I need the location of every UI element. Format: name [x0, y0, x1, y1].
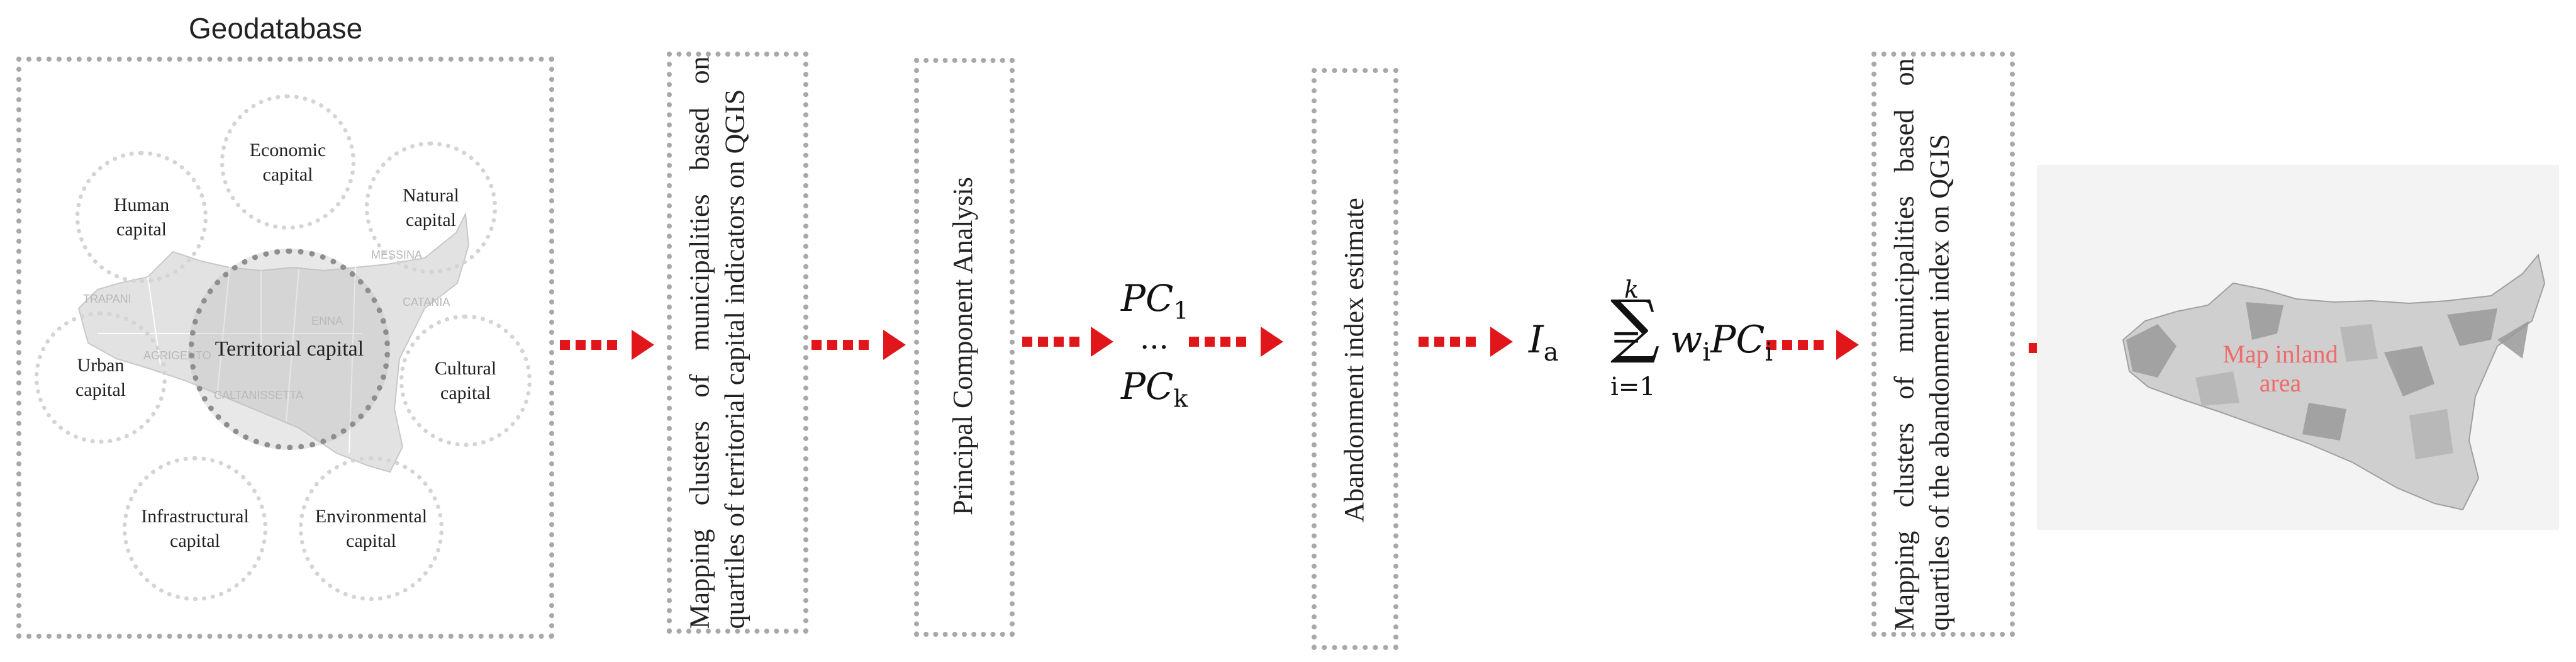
territorial-capital-circle: Territorial capital [189, 249, 390, 450]
arrow-estimate-to-formula [1419, 327, 1513, 357]
step-abandonment-estimate-box [1312, 68, 1398, 650]
step-pca-box [914, 58, 1015, 637]
territorial-capital-label: Territorial capital [215, 337, 364, 361]
map-bg-label-catania: CATANIA [403, 296, 450, 308]
step-pca-text: Principal Component Analysis [947, 177, 978, 515]
step-mapping-abandonment-box [1871, 52, 2015, 637]
pc-ellipsis: ... [1140, 321, 1169, 356]
formula-weight: w [1670, 318, 1703, 362]
environmental-capital-circle: Environmental capital [299, 456, 443, 601]
step-mapping-territorial-text: Mapping clusters of municipalities based… [684, 56, 750, 629]
result-sicily-map [2122, 253, 2546, 511]
step-mapping-abandonment-text: Mapping clusters of municipalities based… [1888, 58, 1955, 631]
formula-term: wiPCi [1670, 318, 1773, 367]
cultural-capital-circle: Cultural capital [399, 315, 532, 447]
pc-last: PCk [1121, 365, 1188, 413]
natural-capital-circle: Natural capital [365, 142, 497, 274]
step-mapping-territorial-box [667, 52, 808, 634]
pc-first: PC1 [1121, 277, 1189, 325]
human-capital-circle: Human capital [75, 151, 208, 283]
formula-sum-top: k [1624, 276, 1639, 303]
formula-pc: PC [1710, 318, 1765, 362]
map-bg-label-trapani: TRAPANI [83, 293, 131, 305]
geodatabase-title: Geodatabase [189, 12, 363, 45]
pc-last-symbol: PC [1121, 365, 1174, 408]
arrow-pc-to-estimate [1189, 327, 1283, 357]
formula-lhs-symbol: I [1529, 318, 1544, 362]
formula-equals: = [1610, 315, 1642, 359]
step-abandonment-estimate-text: Abandonment index estimate [1339, 198, 1369, 522]
pc-first-subscript: 1 [1173, 296, 1189, 325]
arrow-formula-to-mapping [1766, 330, 1859, 360]
arrow-geodatabase-to-mapping [560, 330, 654, 360]
formula-lhs: Ia [1529, 318, 1559, 367]
result-map-label: Map inland area [2222, 340, 2338, 397]
formula-lhs-subscript: a [1543, 338, 1559, 367]
formula-sum-bottom: i=1 [1610, 373, 1656, 401]
arrow-pca-to-pc [1022, 327, 1113, 357]
pc-last-subscript: k [1173, 384, 1188, 413]
arrow-mapping-to-pca [811, 330, 906, 360]
formula-sum-symbol: ∑ [1610, 285, 1660, 366]
urban-capital-circle: Urban capital [35, 311, 167, 444]
formula-weight-subscript: i [1702, 338, 1711, 367]
infrastructural-capital-circle: Infrastructural capital [123, 456, 267, 601]
formula-pc-subscript: i [1765, 338, 1773, 367]
economic-capital-circle: Economic capital [220, 94, 355, 230]
geodatabase-box [16, 57, 554, 639]
pc-first-symbol: PC [1121, 277, 1174, 320]
